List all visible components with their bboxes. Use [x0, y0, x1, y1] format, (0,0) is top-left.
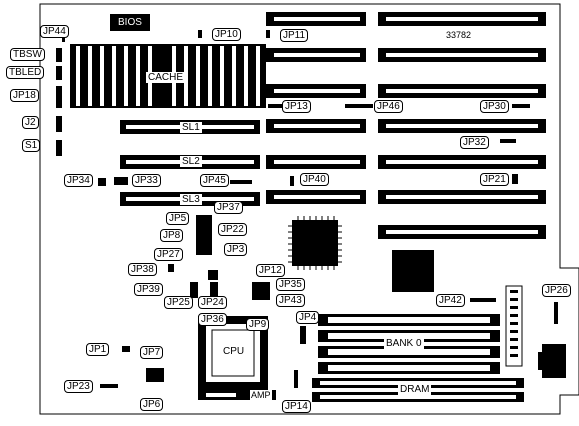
bios-chip	[110, 14, 150, 31]
jp36-label: JP36	[198, 313, 227, 326]
jumper-headers	[56, 30, 558, 388]
jp23-label: JP23	[64, 380, 93, 393]
power-connector-pins	[510, 290, 518, 357]
jp13-label: JP13	[282, 100, 311, 113]
jp45-label: JP45	[200, 174, 229, 187]
jp25-label: JP25	[164, 296, 193, 309]
sl3-label: SL3	[180, 194, 202, 205]
jp38-label: JP38	[128, 263, 157, 276]
dram-simms	[312, 378, 524, 402]
bios-label: BIOS	[118, 17, 142, 28]
jp43-label: JP43	[276, 294, 305, 307]
cpu-label: CPU	[223, 346, 245, 357]
jp37-label: JP37	[214, 201, 243, 214]
sl2-label: SL2	[180, 156, 202, 167]
jp5-label: JP5	[166, 212, 190, 225]
isa-slots-right	[378, 12, 546, 239]
jp33-label: JP33	[132, 174, 161, 187]
jp42-label: JP42	[436, 294, 465, 307]
jp14-label: JP14	[282, 400, 311, 413]
sl1-label: SL1	[180, 122, 202, 133]
j2-label: J2	[22, 116, 39, 129]
chipset-chip-2	[392, 250, 434, 292]
dram-label: DRAM	[398, 384, 432, 395]
jp18-label: JP18	[10, 89, 39, 102]
amp-label: AMP	[250, 390, 272, 400]
chipset-chip-1-pins	[288, 216, 342, 270]
amp-socket-bar	[198, 390, 276, 400]
keyboard-connector-inner	[538, 352, 546, 370]
jp4-label: JP4	[296, 311, 320, 324]
tbled-label: TBLED	[6, 66, 45, 79]
jp7-label: JP7	[140, 346, 164, 359]
jp21-label: JP21	[480, 173, 509, 186]
isa-slots-left	[266, 12, 366, 204]
tbsw-label: TBSW	[10, 48, 45, 61]
bank0-label: BANK 0	[384, 338, 424, 349]
jp3-label: JP3	[224, 243, 248, 256]
jp30-label: JP30	[480, 100, 509, 113]
board-outline	[39, 3, 579, 415]
jp24-label: JP24	[198, 296, 227, 309]
cpu-socket	[198, 316, 268, 390]
jp1-label: JP1	[86, 343, 110, 356]
board-model-number: 33782	[446, 30, 472, 40]
cache-label: CACHE	[146, 72, 186, 83]
jp8-label: JP8	[160, 229, 184, 242]
jp27-label: JP27	[154, 248, 183, 261]
jp32-label: JP32	[460, 136, 489, 149]
jp9-label: JP9	[246, 318, 270, 331]
jp46-label: JP46	[374, 100, 403, 113]
jp6-label: JP6	[140, 398, 164, 411]
jp39-label: JP39	[134, 283, 163, 296]
chipset-chip-1	[292, 220, 338, 266]
jp40-label: JP40	[300, 173, 329, 186]
jp34-label: JP34	[64, 174, 93, 187]
jp35-label: JP35	[276, 278, 305, 291]
jp11-label: JP11	[280, 29, 309, 42]
amp-socket-inner	[206, 393, 236, 397]
bank0-simms	[318, 314, 500, 374]
s1-label: S1	[22, 139, 41, 152]
jp26-label: JP26	[542, 284, 571, 297]
jp10-label: JP10	[212, 28, 241, 41]
jp44-label: JP44	[40, 25, 69, 38]
jp12-label: JP12	[256, 264, 285, 277]
jp22-label: JP22	[218, 223, 247, 236]
